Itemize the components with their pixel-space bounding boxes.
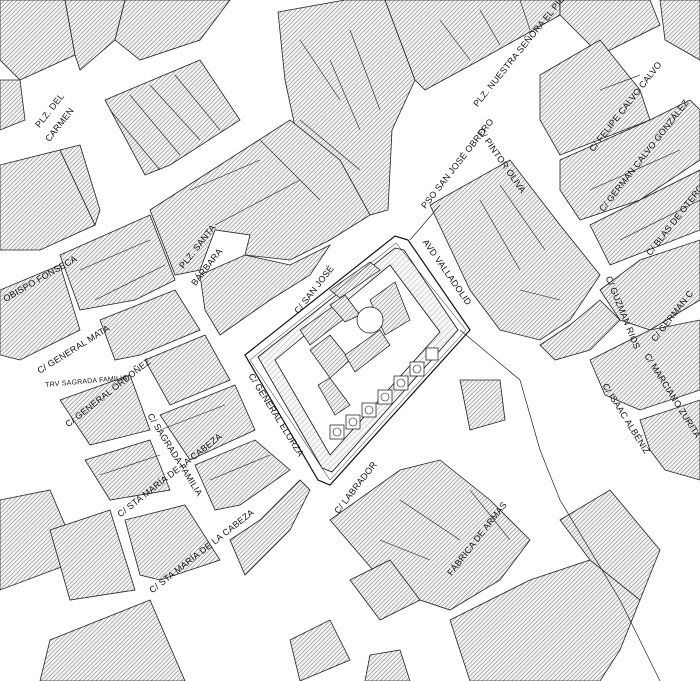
block-left-top-4 [0, 79, 26, 131]
block-isaac-albeniz [639, 399, 700, 481]
block-sagrada-familia [159, 384, 256, 461]
block-left-top-1 [0, 0, 76, 81]
block-fabrica-5 [559, 489, 661, 601]
se-circles [332, 364, 422, 437]
block-left-mid-2 [59, 144, 101, 227]
block-center-mid [199, 243, 332, 336]
block-german-c [599, 239, 700, 331]
block-left-top-2 [64, 0, 126, 71]
block-ordonez-1 [144, 334, 231, 406]
block-fabrica-2 [459, 379, 506, 431]
block-left-bottom-2 [49, 509, 136, 601]
block-fabrica-4 [449, 559, 641, 681]
block-bottom-2 [289, 619, 351, 681]
block-bottom-left-big [39, 599, 186, 681]
block-ordonez-2 [59, 374, 151, 446]
block-pintor-oliva [429, 159, 601, 341]
pavilion-circle [356, 306, 384, 334]
block-sta-maria-1 [84, 439, 171, 501]
road-edges [409, 204, 661, 681]
cross-building [299, 294, 391, 416]
block-plz-carmen-combs [104, 59, 241, 176]
block-sta-maria-3 [124, 504, 221, 581]
block-marciano-zurita [589, 319, 700, 411]
strip-north [329, 261, 381, 299]
block-sta-maria-2 [194, 439, 291, 511]
block-bottom-small [229, 479, 311, 576]
block-blas-otero [589, 169, 700, 266]
central-site [244, 235, 471, 486]
block-bottom-center [364, 649, 411, 681]
block-top-right-3 [659, 0, 700, 61]
block-fabrica-3 [349, 559, 421, 621]
parcel-lines [79, 0, 700, 561]
se-rooms [329, 347, 439, 440]
block-german-calvo [559, 99, 700, 221]
block-top-right-2 [559, 0, 661, 56]
block-left-3 [0, 264, 81, 361]
block-left-top-3 [114, 0, 231, 61]
block-santa-barbara [149, 119, 371, 276]
block-general-mata [99, 289, 201, 361]
block-fonseca [59, 214, 176, 311]
